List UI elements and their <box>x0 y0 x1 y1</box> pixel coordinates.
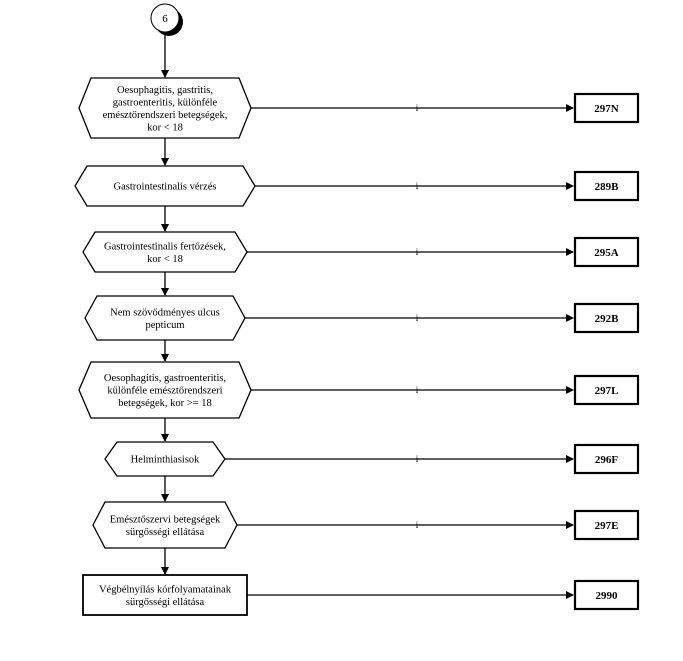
process-node: Végbélnyílás kórfolyamatainak sürgősségi … <box>82 574 248 616</box>
hexagon-shape <box>104 441 226 477</box>
code-label: 297N <box>594 103 619 115</box>
decision-label-line: sürgősségi ellátása <box>126 527 205 538</box>
code-label: 289B <box>595 181 620 193</box>
decision-label-line: Nem szövődményes ulcus <box>110 307 220 318</box>
hexagon-shape <box>82 231 248 273</box>
hexagon-shape <box>84 295 246 341</box>
decision-label-line: gastroenteritis, különféle <box>113 97 218 108</box>
yes-label: i <box>416 454 419 464</box>
decision-label-line: emésztőrendszeri betegségek, <box>103 110 228 121</box>
code-box: 297E <box>573 509 640 541</box>
process-label-line: sürgősségi ellátása <box>126 597 205 608</box>
decision-node: Nem szövődményes ulcus pepticum <box>84 295 246 341</box>
decision-label-line: pepticum <box>145 320 184 331</box>
hexagon-shape <box>74 165 256 207</box>
yes-label: i <box>416 103 419 113</box>
code-label: 296F <box>595 454 619 466</box>
code-box: 295A <box>573 236 640 268</box>
decision-label-line: Helminthiasisok <box>131 455 201 466</box>
code-box: 297L <box>573 374 640 406</box>
hexagon-shape <box>92 501 238 549</box>
decision-node: Emésztőszervi betegségek sürgősségi ellát… <box>92 501 238 549</box>
decision-node: Helminthiasisok <box>104 441 226 477</box>
code-label: 297L <box>595 385 619 397</box>
yes-label: i <box>416 385 419 395</box>
connector-label: 6 <box>162 13 168 25</box>
process-label-line: Végbélnyílás kórfolyamatainak <box>99 584 232 595</box>
code-box: 296F <box>573 443 640 475</box>
code-label: 2990 <box>596 590 619 602</box>
code-label: 292B <box>595 313 620 325</box>
decision-label-line: Gastrointestinalis fertőzések, <box>104 241 226 252</box>
yes-label: i <box>416 520 419 530</box>
decision-label-line: Oesophagitis, gastritis, <box>117 85 213 96</box>
decision-node: Gastrointestinalis fertőzések, kor < 18 <box>82 231 248 273</box>
yes-label: i <box>416 247 419 257</box>
code-box: 289B <box>573 170 640 202</box>
code-label: 297E <box>595 520 619 532</box>
hexagon-shape <box>78 77 252 139</box>
decision-label-line: Emésztőszervi betegségek <box>110 514 221 525</box>
decision-label-line: Gastrointestinalis vérzés <box>114 182 217 193</box>
offpage-connector: 6 <box>150 3 183 36</box>
decision-label-line: különféle emésztőrendszeri <box>107 386 222 397</box>
decision-label-line: betegségek, kor >= 18 <box>118 398 212 409</box>
decision-node: Oesophagitis, gastritis,gastroenteritis,… <box>78 77 252 139</box>
code-box: 292B <box>573 302 640 334</box>
hexagon-shape <box>78 361 252 419</box>
code-box: 2990 <box>573 579 640 611</box>
decision-node: Oesophagitis, gastroenteritis, különféle … <box>78 361 252 419</box>
yes-label: i <box>416 313 419 323</box>
decision-label-line: kor < 18 <box>147 254 183 265</box>
decision-label-line: Oesophagitis, gastroenteritis, <box>104 373 226 384</box>
yes-label: i <box>416 181 419 191</box>
code-box: 297N <box>573 92 640 124</box>
decision-label-line: kor < 18 <box>147 122 183 133</box>
code-label: 295A <box>594 247 619 259</box>
decision-node: Gastrointestinalis vérzés <box>74 165 256 207</box>
